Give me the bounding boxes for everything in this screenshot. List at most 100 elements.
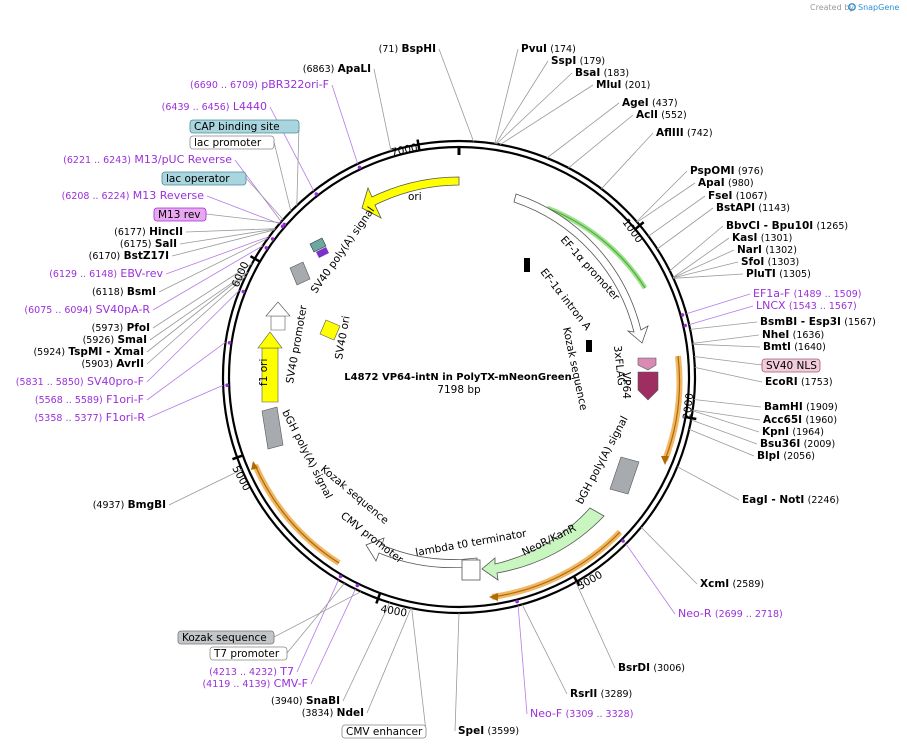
enzyme-label[interactable]: (5568 .. 5589) F1ori-F xyxy=(35,393,144,406)
enzyme-label[interactable]: (6690 .. 6709) pBR322ori-F xyxy=(190,78,329,91)
enzyme-label[interactable]: EagI - NotI (2246) xyxy=(742,494,839,506)
leader-line xyxy=(640,526,698,585)
enzyme-label[interactable]: (6175) SalI xyxy=(120,238,177,250)
enzyme-label[interactable]: EF1a-F (1489 .. 1509) xyxy=(753,287,862,300)
enzyme-label[interactable]: (6863) ApaLI xyxy=(303,63,371,75)
enzyme-label[interactable]: MluI (201) xyxy=(596,79,650,91)
enzyme-label[interactable]: SpeI (3599) xyxy=(458,725,519,737)
enzyme-label[interactable]: Bsu36I (2009) xyxy=(760,438,835,450)
boxed-label[interactable]: M13 rev xyxy=(153,207,207,222)
enzyme-label[interactable]: LNCX (1543 .. 1567) xyxy=(756,299,857,312)
enzyme-position: (5926) xyxy=(83,335,115,346)
m13-block xyxy=(316,247,329,258)
enzyme-label[interactable]: (3940) SnaBI xyxy=(271,695,340,707)
enzyme-label[interactable]: SspI (179) xyxy=(551,55,605,67)
boxed-label[interactable]: T7 promoter xyxy=(209,646,288,661)
neor-arrow xyxy=(481,507,605,581)
enzyme-label[interactable]: (4213 .. 4232) T7 xyxy=(209,665,294,678)
enzyme-label[interactable]: ApaI (980) xyxy=(698,177,754,189)
enzyme-label[interactable]: (5358 .. 5377) F1ori-R xyxy=(35,411,146,424)
boxed-label[interactable]: lac operator xyxy=(161,171,247,186)
enzyme-label[interactable]: NheI (1636) xyxy=(762,329,824,341)
enzyme-label[interactable]: AgeI (437) xyxy=(622,97,678,109)
enzyme-label[interactable]: (6129 .. 6148) EBV-rev xyxy=(49,267,163,280)
enzyme-label[interactable]: BmtI (1640) xyxy=(763,341,826,353)
enzyme-label[interactable]: AflIII (742) xyxy=(656,127,713,139)
enzyme-label[interactable]: (5926) SmaI xyxy=(83,334,147,346)
tick-5000 xyxy=(232,454,244,461)
boxed-label[interactable]: CAP binding site xyxy=(189,119,300,134)
enzyme-name: SfoI xyxy=(741,256,764,268)
enzyme-label[interactable]: BbvCI - Bpu10I (1265) xyxy=(726,220,848,232)
enzyme-label[interactable]: (5831 .. 5850) SV40pro-F xyxy=(16,375,144,388)
leader-line xyxy=(636,170,688,222)
enzyme-label[interactable]: BsrDI (3006) xyxy=(618,662,685,674)
primer-mark xyxy=(683,323,687,328)
enzyme-position: (5358 .. 5377) xyxy=(35,413,103,424)
enzyme-position: (2246) xyxy=(808,495,840,506)
enzyme-label[interactable]: (3834) NdeI xyxy=(302,707,364,719)
enzyme-label[interactable]: PspOMI (976) xyxy=(690,165,763,177)
enzyme-label[interactable]: SfoI (1303) xyxy=(741,256,799,268)
enzyme-label[interactable]: (5973) PfoI xyxy=(92,322,150,334)
enzyme-label[interactable]: (6177) HincII xyxy=(114,226,183,238)
leader-line xyxy=(692,343,761,348)
enzyme-position: (1302) xyxy=(765,245,797,256)
boxed-label[interactable]: SV40 NLS xyxy=(761,358,821,373)
enzyme-label[interactable]: (5903) AvrII xyxy=(81,358,144,370)
enzyme-name: HincII xyxy=(149,226,183,238)
enzyme-label[interactable]: BsmBI - Esp3I (1567) xyxy=(760,316,876,328)
enzyme-label[interactable]: (6170) BstZ17I xyxy=(89,250,169,262)
enzyme-label[interactable]: KasI (1301) xyxy=(732,232,792,244)
leader-line xyxy=(657,207,714,250)
enzyme-position: (71) xyxy=(379,44,399,55)
leader-line xyxy=(495,60,549,145)
enzyme-label[interactable]: (6439 .. 6456) L4440 xyxy=(162,100,267,113)
feature-f1-ori: f1 ori xyxy=(258,359,270,386)
leader-line xyxy=(342,602,391,702)
leader-line xyxy=(179,228,276,245)
enzyme-label[interactable]: BstAPI (1143) xyxy=(716,202,790,214)
boxed-label[interactable]: Kozak sequence xyxy=(177,630,275,645)
enzyme-label[interactable]: (5924) TspMI - XmaI xyxy=(33,346,144,358)
enzyme-position: (742) xyxy=(687,128,713,139)
enzyme-label[interactable]: (6208 .. 6224) M13 Reverse xyxy=(62,189,205,202)
enzyme-label[interactable]: RsrII (3289) xyxy=(570,688,632,700)
enzyme-position: (1753) xyxy=(801,377,833,388)
enzyme-label[interactable]: BamHI (1909) xyxy=(764,401,838,413)
boxed-label[interactable]: lac promoter xyxy=(189,135,275,150)
enzyme-label[interactable]: Acc65I (1960) xyxy=(763,414,837,426)
enzyme-label[interactable]: NarI (1302) xyxy=(737,244,797,256)
enzyme-label[interactable]: PluTI (1305) xyxy=(746,268,811,280)
enzyme-label[interactable]: FseI (1067) xyxy=(708,190,767,202)
enzyme-label[interactable]: (6075 .. 6094) SV40pA-R xyxy=(24,303,150,316)
leader-line xyxy=(693,399,762,408)
enzyme-position: (2056) xyxy=(783,451,815,462)
enzyme-position: (1636) xyxy=(793,330,825,341)
enzyme-label[interactable]: (4937) BmgBI xyxy=(93,499,166,511)
enzyme-label[interactable]: Neo-R (2699 .. 2718) xyxy=(678,607,783,620)
enzyme-position: (174) xyxy=(550,44,576,55)
enzyme-label[interactable]: (6221 .. 6243) M13/pUC Reverse xyxy=(63,153,232,166)
leader-line xyxy=(496,72,573,145)
enzyme-label[interactable]: XcmI (2589) xyxy=(700,578,764,590)
enzyme-label[interactable]: EcoRI (1753) xyxy=(765,376,833,388)
enzyme-label[interactable]: PvuI (174) xyxy=(521,43,576,55)
enzyme-label[interactable]: Neo-F (3309 .. 3328) xyxy=(530,707,633,720)
enzyme-position: (179) xyxy=(580,56,606,67)
bgh-polya-left xyxy=(261,406,284,450)
enzyme-label[interactable]: (6118) BsmI xyxy=(92,286,156,298)
leader-line xyxy=(601,132,654,190)
enzyme-label[interactable]: KpnI (1964) xyxy=(762,426,824,438)
enzyme-label[interactable]: AclI (552) xyxy=(636,109,687,121)
ef1a-promoter-arrow xyxy=(513,193,649,344)
tick-label-4000: 4000 xyxy=(379,603,407,619)
primer-mark xyxy=(270,237,275,241)
enzyme-label[interactable]: (4119 .. 4139) CMV-F xyxy=(202,677,308,690)
leader-line xyxy=(568,114,634,169)
enzyme-name: LNCX xyxy=(756,299,786,312)
boxed-label[interactable]: CMV enhancer xyxy=(341,724,427,739)
enzyme-label[interactable]: (71) BspHI xyxy=(379,43,436,55)
enzyme-label[interactable]: BsaI (183) xyxy=(575,67,629,79)
enzyme-label[interactable]: BlpI (2056) xyxy=(757,450,815,462)
